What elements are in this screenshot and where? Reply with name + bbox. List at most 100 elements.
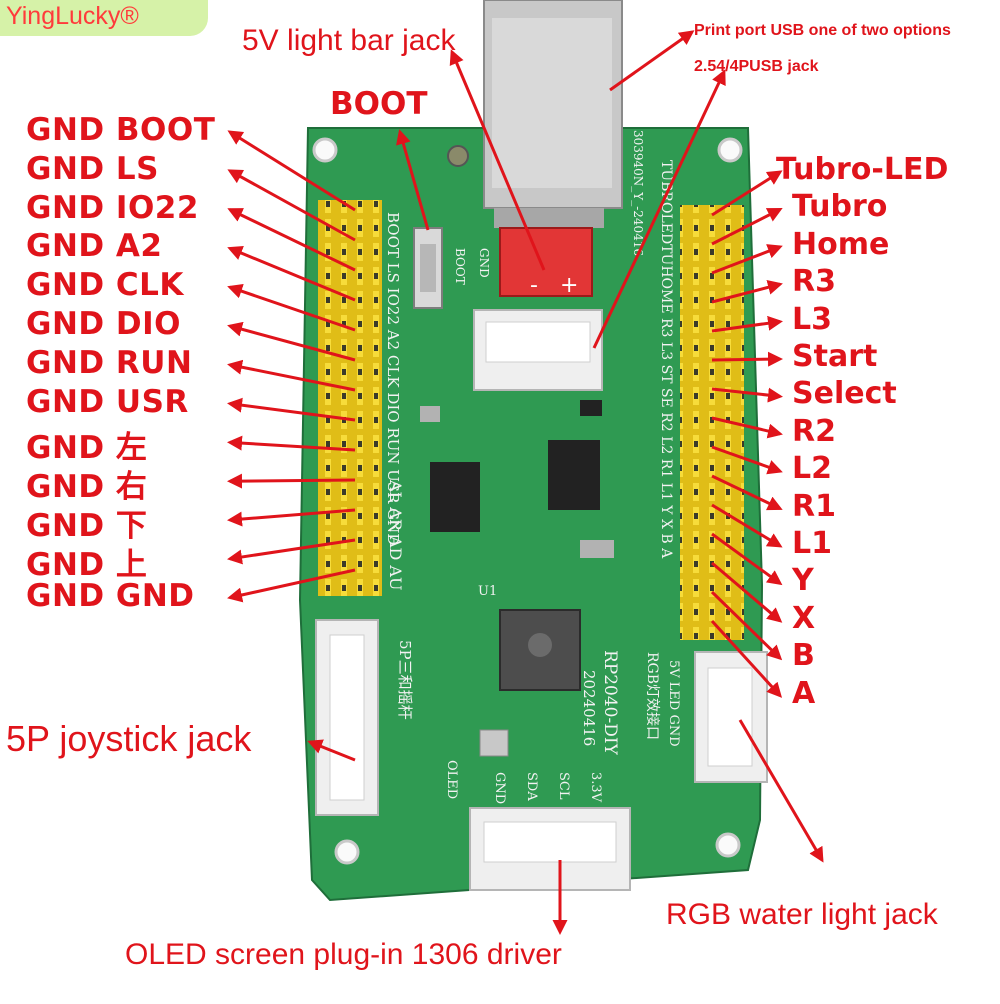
boot-button[interactable] <box>413 227 443 309</box>
left-pin-label: GND DIO <box>26 306 182 342</box>
oled-pin-label: GND <box>492 772 507 804</box>
annotation-arrow <box>711 170 783 217</box>
annotation-arrow <box>227 435 356 452</box>
left-pin-label: GND GND <box>26 577 195 614</box>
annotation-arrow <box>592 69 726 349</box>
annotation-arrow <box>227 130 356 212</box>
annotation-arrow <box>711 474 783 511</box>
smd-part <box>420 406 440 422</box>
right-silk-text: TUBROLEDTUHOME R3 L3 ST SE R2 L2 R1 L1 Y… <box>658 160 674 559</box>
annotation-arrow <box>227 321 356 362</box>
annotation-arrow <box>711 532 783 586</box>
joystick-5p-connector <box>315 619 379 816</box>
right-pin-label: Y <box>792 563 814 599</box>
right-pin-label: R2 <box>792 413 836 449</box>
left-pin-label: GND 上 <box>26 546 148 583</box>
annotation-arrow <box>227 208 356 272</box>
left-pin-label: GND LS <box>26 150 159 187</box>
annotation-arrow <box>711 445 783 475</box>
pcb-board <box>298 127 764 902</box>
annotation-arrow <box>711 416 783 439</box>
left-pin-label: GND USR <box>26 383 189 420</box>
annotation-arrow <box>307 739 356 762</box>
chip-silk-label: U1 <box>478 584 497 599</box>
rgb-light-connector <box>694 651 768 783</box>
led-silk-label: 5V LED GND <box>666 660 681 747</box>
left-pin-label: GND 下 <box>26 508 148 544</box>
board-model: RP2040-DIY <box>600 650 620 756</box>
annotation-arrow <box>711 351 783 367</box>
left-pin-label: GND 右 <box>26 469 148 506</box>
u2-chip <box>430 462 480 532</box>
right-pin-label: Select <box>792 376 897 412</box>
annotation-arrow <box>711 315 783 333</box>
right-pin-label: Tubro-LED <box>776 152 949 187</box>
annotation-arrow <box>227 473 356 489</box>
gnd-silk-label: GND <box>477 248 491 278</box>
brand-name: YingLucky® <box>6 2 139 30</box>
oled-connector <box>469 807 631 891</box>
usb-connector <box>483 0 623 228</box>
left-pin-label: GND RUN <box>26 344 193 381</box>
right-pin-label: X <box>792 600 816 636</box>
annotation-arrow <box>227 283 356 332</box>
annotation-arrow <box>738 719 824 863</box>
oled-pin-label: SDA <box>524 772 539 801</box>
left-pin-label: GND A2 <box>26 228 163 265</box>
board-date: 20240416 <box>580 670 598 746</box>
annotation-arrow <box>711 503 783 548</box>
smd-part <box>580 400 602 416</box>
annotation-arrow <box>710 619 783 698</box>
left-pin-label: GND 左 <box>26 430 148 467</box>
oled-silk-label: OLED <box>444 760 459 799</box>
svg-text:+: + <box>560 273 578 298</box>
5v-light-bar-connector: - + <box>499 227 593 298</box>
right-pin-label: Home <box>792 226 890 262</box>
right-pin-label: L2 <box>792 451 832 487</box>
crystal-y1 <box>479 729 509 757</box>
right-pin-label: R3 <box>792 264 836 300</box>
annotation-arrow <box>609 30 695 92</box>
annotation-arrow <box>227 359 356 392</box>
usb-jack-label: 2.54/4PUSB jack <box>694 58 819 75</box>
rgb-silk-label: RGB灯效接口 <box>644 652 661 740</box>
boot-silk-label: BOOT <box>453 248 467 285</box>
annotation-arrow <box>711 561 783 623</box>
right-pin-label: B <box>792 638 815 674</box>
boot-label: BOOT <box>330 86 428 122</box>
right-pin-label: L3 <box>792 301 832 337</box>
joystick-silk-label: 5P三和摇杆 <box>396 640 414 720</box>
left-pin-label: GND IO22 <box>26 189 199 226</box>
annotation-arrow <box>711 279 783 304</box>
annotation-arrow <box>227 568 356 603</box>
brand-badge: YingLucky® <box>0 0 208 36</box>
direction-silk-text: AL AR AD AU <box>386 479 405 590</box>
annotation-arrow <box>227 246 356 302</box>
code-silk-label: 303940N_Y_-240416 <box>631 130 645 256</box>
annotation-arrow <box>711 387 783 403</box>
left-pin-header <box>318 200 382 596</box>
annotation-arrows <box>227 30 824 935</box>
left-pin-label: GND BOOT <box>26 112 216 148</box>
rp2040-chip <box>499 609 581 691</box>
annotation-arrow <box>711 208 783 246</box>
oled-driver-label: OLED screen plug-in 1306 driver <box>125 938 562 971</box>
annotation-arrow <box>227 169 356 242</box>
left-silk-text: BOOT LS IO22 A2 CLK DIO RUN USR GND <box>384 212 402 545</box>
usb-option-label: Print port USB one of two options <box>694 22 951 39</box>
oled-pin-label: 3.3V <box>588 772 603 803</box>
left-pin-label: GND CLK <box>26 267 184 304</box>
right-pin-label: R1 <box>792 488 836 524</box>
light-bar-jack-label: 5V light bar jack <box>242 24 456 57</box>
right-pin-label: A <box>792 675 816 711</box>
svg-text:-: - <box>530 273 538 298</box>
right-pin-label: L1 <box>792 526 832 561</box>
right-pin-label: Tubro <box>792 189 888 225</box>
annotation-arrow <box>396 129 430 231</box>
annotation-arrow <box>710 590 783 661</box>
right-pin-label: Start <box>792 339 878 374</box>
annotation-arrow <box>449 49 546 271</box>
smd-part <box>580 540 614 558</box>
